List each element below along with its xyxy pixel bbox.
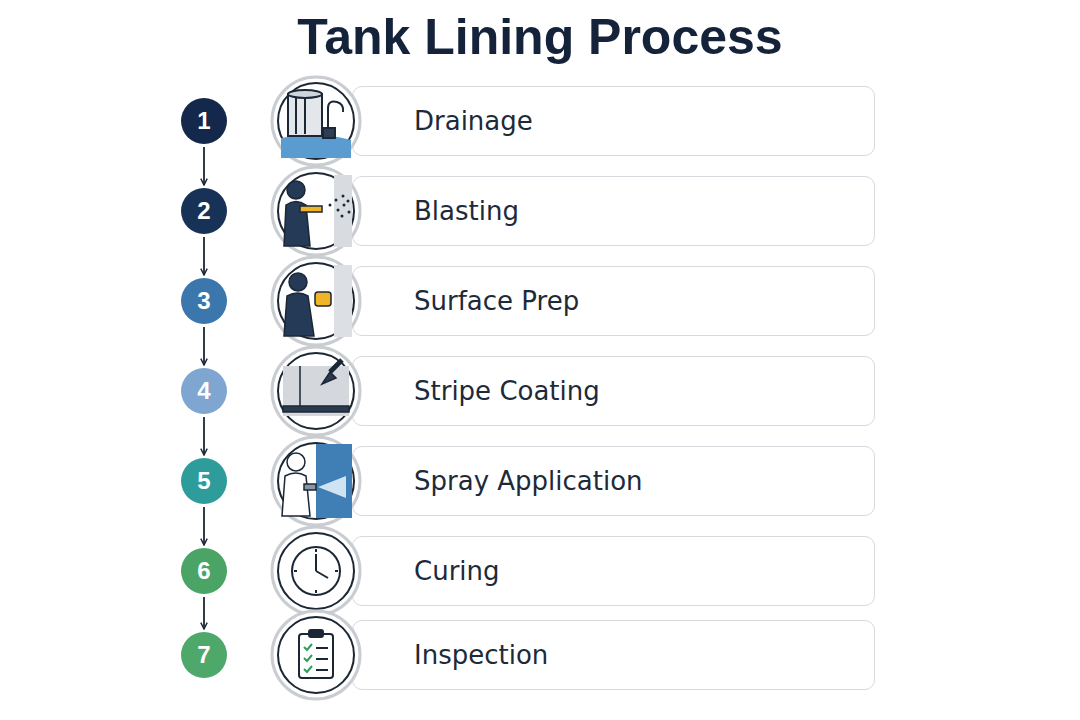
step-number-circle: 3 [181,278,227,324]
flow-arrow [203,147,205,185]
step-number: 2 [197,197,210,225]
step-number: 3 [197,287,210,315]
flow-arrow [203,417,205,455]
step-number: 6 [197,557,210,585]
step-label: Blasting [414,196,519,226]
flow-arrow [203,327,205,365]
step-number: 5 [197,467,210,495]
step-label: Stripe Coating [414,376,600,406]
step-label: Surface Prep [414,286,579,316]
step-number-circle: 6 [181,548,227,594]
step-label: Curing [414,556,500,586]
step-number-circle: 2 [181,188,227,234]
step-label-box: Drainage [352,86,875,156]
flow-arrow [203,507,205,545]
step-number-circle: 4 [181,368,227,414]
step-number-circle: 5 [181,458,227,504]
step-label-box: Surface Prep [352,266,875,336]
step-label: Inspection [414,640,548,670]
step-label: Spray Application [414,466,643,496]
flow-arrow [203,597,205,629]
step-label-box: Blasting [352,176,875,246]
diagram-title: Tank Lining Process [0,8,1080,66]
step-number-circle: 7 [181,632,227,678]
flow-arrow [203,237,205,275]
step-label-box: Inspection [352,620,875,690]
step-label-box: Curing [352,536,875,606]
step-number: 7 [197,641,210,669]
step-label: Drainage [414,106,533,136]
step-label-box: Stripe Coating [352,356,875,426]
step-number: 4 [197,377,210,405]
step-number-circle: 1 [181,98,227,144]
step-label-box: Spray Application [352,446,875,516]
step-number: 1 [197,107,210,135]
